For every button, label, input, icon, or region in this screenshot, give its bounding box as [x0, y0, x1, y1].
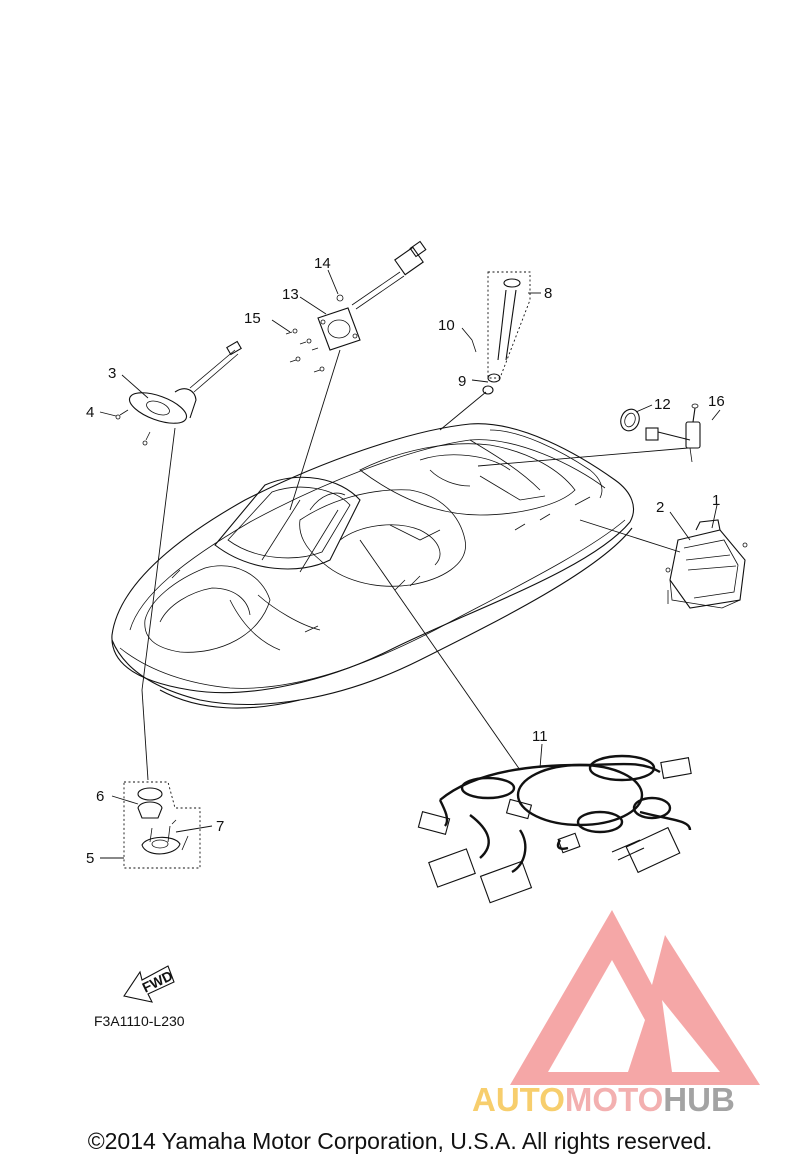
callout-5: 5 [86, 850, 94, 867]
callout-4: 4 [86, 404, 94, 421]
part-5-group [123, 781, 201, 869]
callout-15: 15 [244, 310, 261, 327]
part-1-tray [665, 519, 748, 609]
callout-11: 11 [532, 728, 548, 745]
part-16-sensor [620, 403, 701, 463]
part-8-assembly [471, 271, 531, 395]
figure-code: F3A1110-L230 [94, 1013, 185, 1029]
watermark-text: AUTOMOTOHUB [472, 1081, 735, 1118]
callout-7: 7 [216, 818, 224, 835]
callout-10: 10 [438, 317, 455, 334]
callout-2: 2 [656, 499, 664, 516]
callout-3: 3 [108, 365, 116, 382]
copyright-text: ©2014 Yamaha Motor Corporation, U.S.A. A… [87, 1128, 713, 1154]
callout-6: 6 [96, 788, 104, 805]
callout-16: 16 [708, 393, 725, 410]
watermark-auto: AUTO [472, 1081, 565, 1118]
callout-1: 1 [712, 492, 720, 509]
callout-9: 9 [458, 373, 466, 390]
callout-8: 8 [544, 285, 552, 302]
callout-labels: 1 2 3 4 5 6 7 8 9 10 11 12 13 14 15 16 [86, 255, 725, 867]
part-3-assembly [115, 340, 242, 446]
leader-lines [99, 269, 721, 859]
part-11-harness [417, 754, 692, 904]
fwd-label: FWD [140, 967, 176, 995]
automotohub-logo-icon [510, 910, 760, 1085]
watermark-hub: HUB [663, 1081, 735, 1118]
callout-12: 12 [654, 396, 671, 413]
fwd-arrow-icon [123, 965, 175, 1003]
boat-hull [111, 423, 634, 709]
callout-14: 14 [314, 255, 331, 272]
watermark-moto: MOTO [565, 1081, 663, 1118]
part-13-assembly [285, 240, 427, 373]
callout-13: 13 [282, 286, 299, 303]
